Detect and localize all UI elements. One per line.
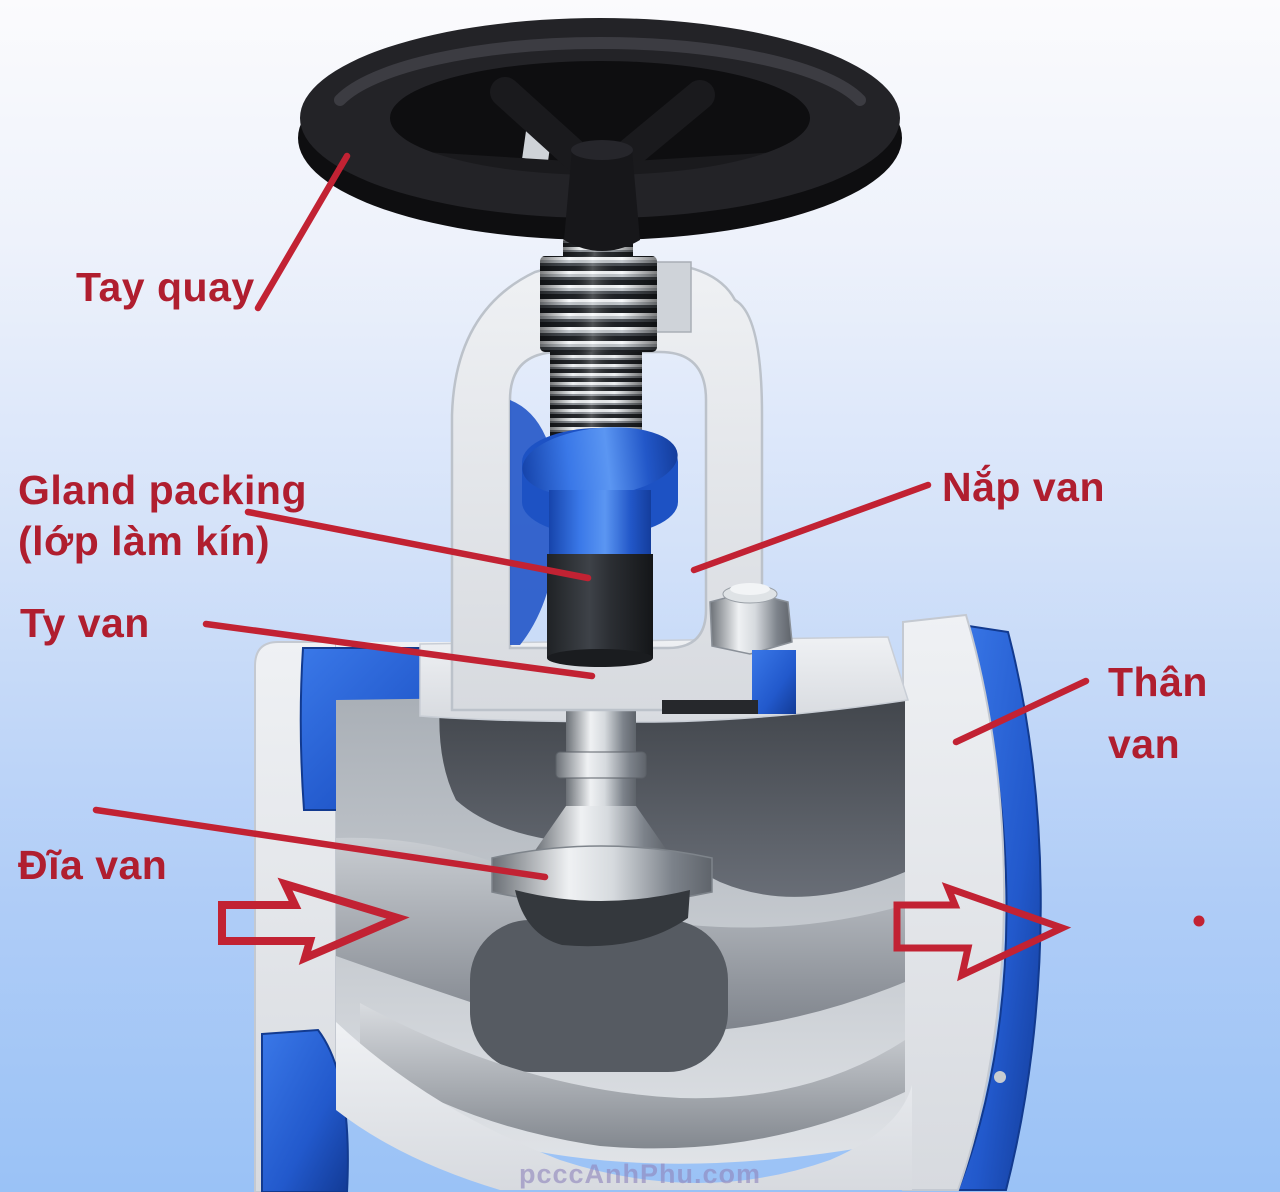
disc-body xyxy=(515,890,690,947)
stem-bushing-shade xyxy=(540,256,657,352)
bottom-shell-bright xyxy=(360,1003,905,1149)
gland-packing xyxy=(547,554,653,658)
handwheel-group xyxy=(298,18,902,352)
watermark: pcccAnhPhu.com xyxy=(518,1159,762,1189)
annotations xyxy=(92,152,1205,982)
gland-flange-top xyxy=(522,427,678,497)
label-than-van-line2: van xyxy=(1108,720,1181,767)
stem-collar xyxy=(555,751,647,779)
bolt-head-top xyxy=(730,583,770,595)
bonnet-bolt xyxy=(662,583,796,714)
label-gland-packing-line2: (lớp làm kín) xyxy=(18,518,271,565)
label-nap-van: Nắp van xyxy=(942,464,1105,510)
handwheel-rim xyxy=(300,18,900,218)
label-dia-van: Đĩa van xyxy=(18,842,168,888)
leader-nap-van xyxy=(690,481,932,574)
handwheel-hub-cap xyxy=(571,140,633,160)
handwheel-hub xyxy=(564,150,640,251)
bottom-shell-outer xyxy=(336,1022,912,1190)
leader-ty-van xyxy=(202,620,596,680)
label-than-van: Thân van xyxy=(1108,652,1208,775)
gland-follower xyxy=(549,490,651,558)
flow-arrow-outlet xyxy=(893,882,1072,982)
stem-stack xyxy=(522,350,678,667)
sump-dark xyxy=(470,920,728,1072)
stem-nut-housing xyxy=(654,261,692,333)
label-than-van-line1: Thân xyxy=(1108,659,1208,705)
disc-cone xyxy=(534,806,668,852)
bolt-dark-bar xyxy=(662,700,758,714)
label-gland-packing-line1: Gland packing xyxy=(18,467,307,513)
leader-gland-packing xyxy=(244,508,592,582)
bolt-blue-block xyxy=(752,650,796,714)
label-ty-van: Ty van xyxy=(20,600,150,646)
flow-arrow-inlet xyxy=(218,877,410,966)
label-gland-packing: Gland packing (lớp làm kín) xyxy=(18,465,307,568)
leader-dia-van xyxy=(92,806,549,881)
gland-packing-bottom xyxy=(547,649,653,667)
leader-tay-quay xyxy=(254,152,351,312)
red-dot xyxy=(1193,915,1205,927)
leader-than-van xyxy=(952,677,1090,746)
handwheel-rim-highlight xyxy=(334,37,866,106)
label-tay-quay: Tay quay xyxy=(76,264,255,310)
passage-upper-dark xyxy=(439,694,905,897)
right-flange-bolt xyxy=(994,1071,1006,1083)
